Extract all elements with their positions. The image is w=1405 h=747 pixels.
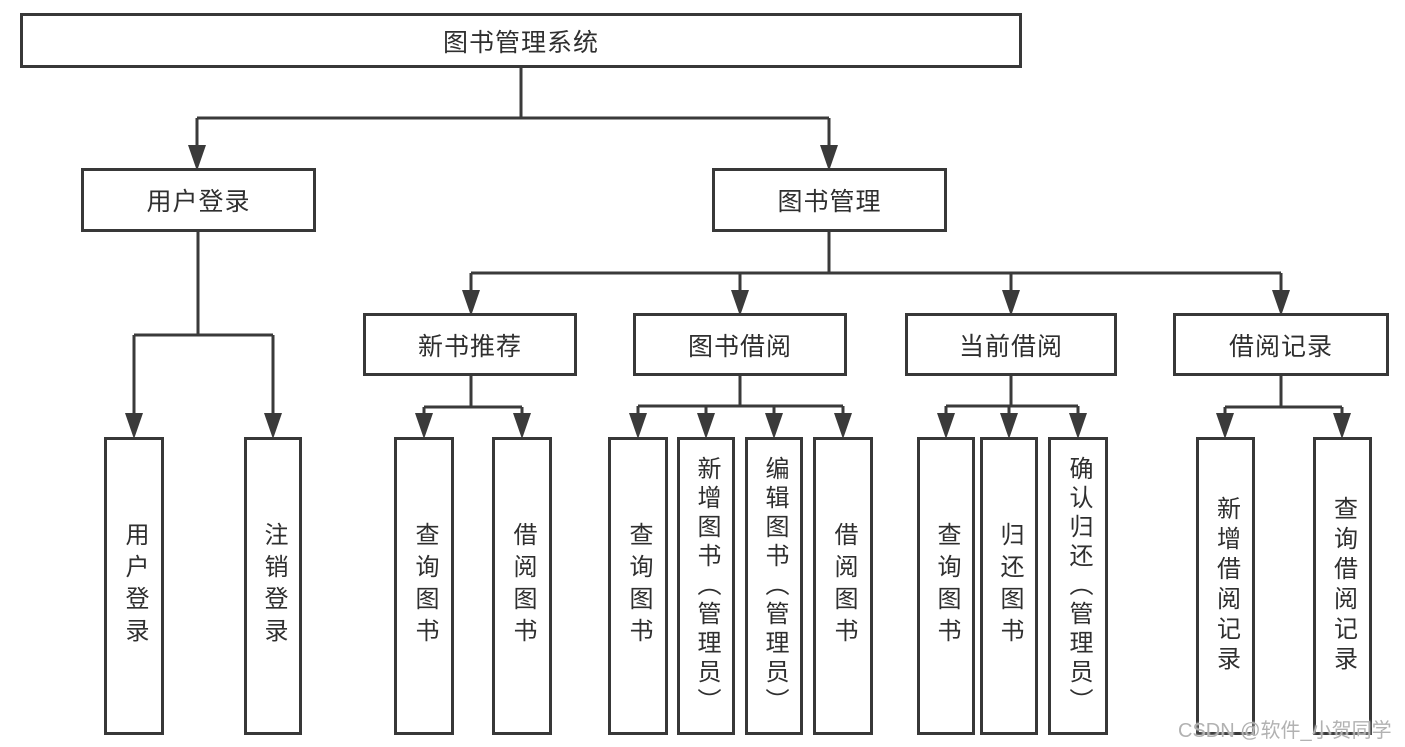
leaf-br-query-record: 查询借阅记录 — [1313, 437, 1372, 735]
leaf-br-add-record: 新增借阅记录 — [1196, 437, 1255, 735]
leaf-bb-add-books-admin-label: 新增图书（管理员） — [693, 455, 720, 717]
leaf-cb-query-books-label: 查询图书 — [933, 522, 960, 650]
node-new-book-recommend-label: 新书推荐 — [417, 332, 522, 361]
leaf-bb-query-books-label: 查询图书 — [625, 522, 652, 650]
node-current-borrowing: 当前借阅 — [905, 313, 1117, 376]
leaf-br-query-record-label: 查询借阅记录 — [1329, 496, 1357, 676]
node-book-management: 图书管理 — [712, 168, 947, 232]
leaf-cb-confirm-return-admin-label: 确认归还（管理员） — [1065, 455, 1092, 717]
node-user-login-label: 用户登录 — [146, 188, 251, 216]
csdn-watermark: CSDN @软件_小贺同学 — [1178, 720, 1392, 742]
leaf-bb-edit-books-admin: 编辑图书（管理员） — [745, 437, 803, 735]
leaf-cb-confirm-return-admin: 确认归还（管理员） — [1048, 437, 1108, 735]
leaf-user-login: 用户登录 — [104, 437, 164, 735]
leaf-logout: 注销登录 — [244, 437, 302, 735]
leaf-br-add-record-label: 新增借阅记录 — [1212, 496, 1240, 676]
node-user-login: 用户登录 — [81, 168, 316, 232]
leaf-nb-borrow-books-label: 借阅图书 — [509, 522, 536, 650]
leaf-nb-query-books: 查询图书 — [394, 437, 454, 735]
leaf-cb-query-books: 查询图书 — [917, 437, 975, 735]
node-borrow-records: 借阅记录 — [1173, 313, 1389, 376]
leaf-bb-borrow-books: 借阅图书 — [813, 437, 873, 735]
leaf-user-login-label: 用户登录 — [121, 522, 148, 650]
leaf-bb-edit-books-admin-label: 编辑图书（管理员） — [761, 455, 788, 717]
leaf-bb-query-books: 查询图书 — [608, 437, 668, 735]
leaf-cb-return-books-label: 归还图书 — [996, 522, 1023, 650]
leaf-bb-add-books-admin: 新增图书（管理员） — [677, 437, 735, 735]
leaf-logout-label: 注销登录 — [260, 522, 287, 650]
node-current-borrowing-label: 当前借阅 — [958, 332, 1063, 361]
node-book-borrowing-label: 图书借阅 — [687, 332, 792, 361]
node-new-book-recommend: 新书推荐 — [363, 313, 577, 376]
leaf-nb-borrow-books: 借阅图书 — [492, 437, 552, 735]
node-book-borrowing: 图书借阅 — [633, 313, 847, 376]
leaf-cb-return-books: 归还图书 — [980, 437, 1038, 735]
leaf-bb-borrow-books-label: 借阅图书 — [830, 522, 857, 650]
node-root: 图书管理系统 — [20, 13, 1022, 68]
node-borrow-records-label: 借阅记录 — [1228, 332, 1333, 361]
leaf-nb-query-books-label: 查询图书 — [411, 522, 438, 650]
node-root-label: 图书管理系统 — [442, 28, 599, 57]
node-book-management-label: 图书管理 — [777, 188, 882, 216]
